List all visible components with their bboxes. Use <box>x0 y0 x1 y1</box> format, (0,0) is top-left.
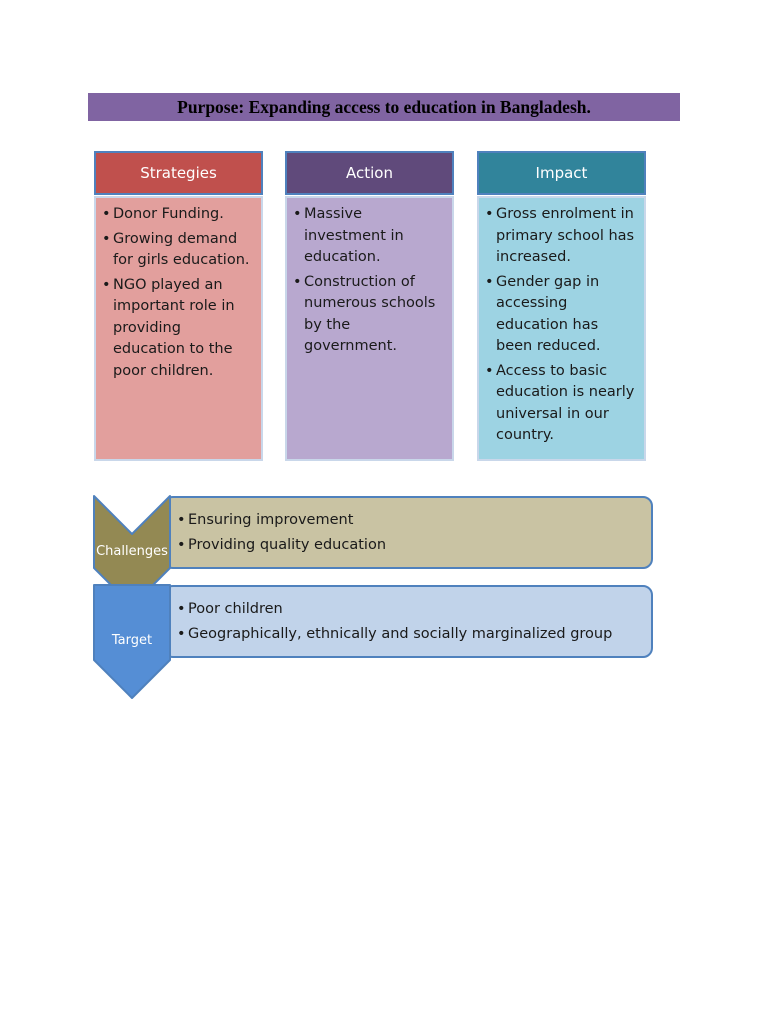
strategies-header: Strategies <box>94 151 263 195</box>
purpose-title: Purpose: Expanding access to education i… <box>177 96 591 117</box>
challenges-chevron <box>93 495 171 607</box>
challenges-item: Ensuring improvement <box>177 508 641 533</box>
purpose-title-bar: Purpose: Expanding access to education i… <box>88 93 680 121</box>
impact-header: Impact <box>477 151 646 195</box>
impact-header-label: Impact <box>535 164 588 182</box>
impact-item: Gross enrolment in primary school has in… <box>485 204 638 269</box>
target-item: Poor children <box>177 597 641 622</box>
challenges-box: Ensuring improvement Providing quality e… <box>163 496 653 569</box>
action-body: Massive investment in education. Constru… <box>285 196 454 461</box>
strategies-header-label: Strategies <box>140 164 217 182</box>
strategies-item: Donor Funding. <box>102 204 255 226</box>
action-item: Construction of numerous schools by the … <box>293 272 446 358</box>
target-item: Geographically, ethnically and socially … <box>177 622 641 647</box>
challenges-chevron-shape <box>93 495 171 607</box>
action-header: Action <box>285 151 454 195</box>
strategies-item: Growing demand for girls education. <box>102 229 255 272</box>
strategies-column: Strategies Donor Funding. Growing demand… <box>94 151 263 461</box>
target-label: Target <box>111 633 153 648</box>
strategies-item: NGO played an important role in providin… <box>102 275 255 383</box>
target-chevron <box>93 584 171 699</box>
strategies-body: Donor Funding. Growing demand for girls … <box>94 196 263 461</box>
target-chevron-shape <box>93 584 171 699</box>
challenges-label: Challenges <box>96 544 168 559</box>
impact-item: Access to basic education is nearly univ… <box>485 361 638 447</box>
action-item: Massive investment in education. <box>293 204 446 269</box>
target-box: Poor children Geographically, ethnically… <box>163 585 653 658</box>
impact-item: Gender gap in accessing education has be… <box>485 272 638 358</box>
action-header-label: Action <box>346 164 393 182</box>
challenges-item: Providing quality education <box>177 533 641 558</box>
impact-column: Impact Gross enrolment in primary school… <box>477 151 646 461</box>
impact-body: Gross enrolment in primary school has in… <box>477 196 646 461</box>
action-column: Action Massive investment in education. … <box>285 151 454 461</box>
